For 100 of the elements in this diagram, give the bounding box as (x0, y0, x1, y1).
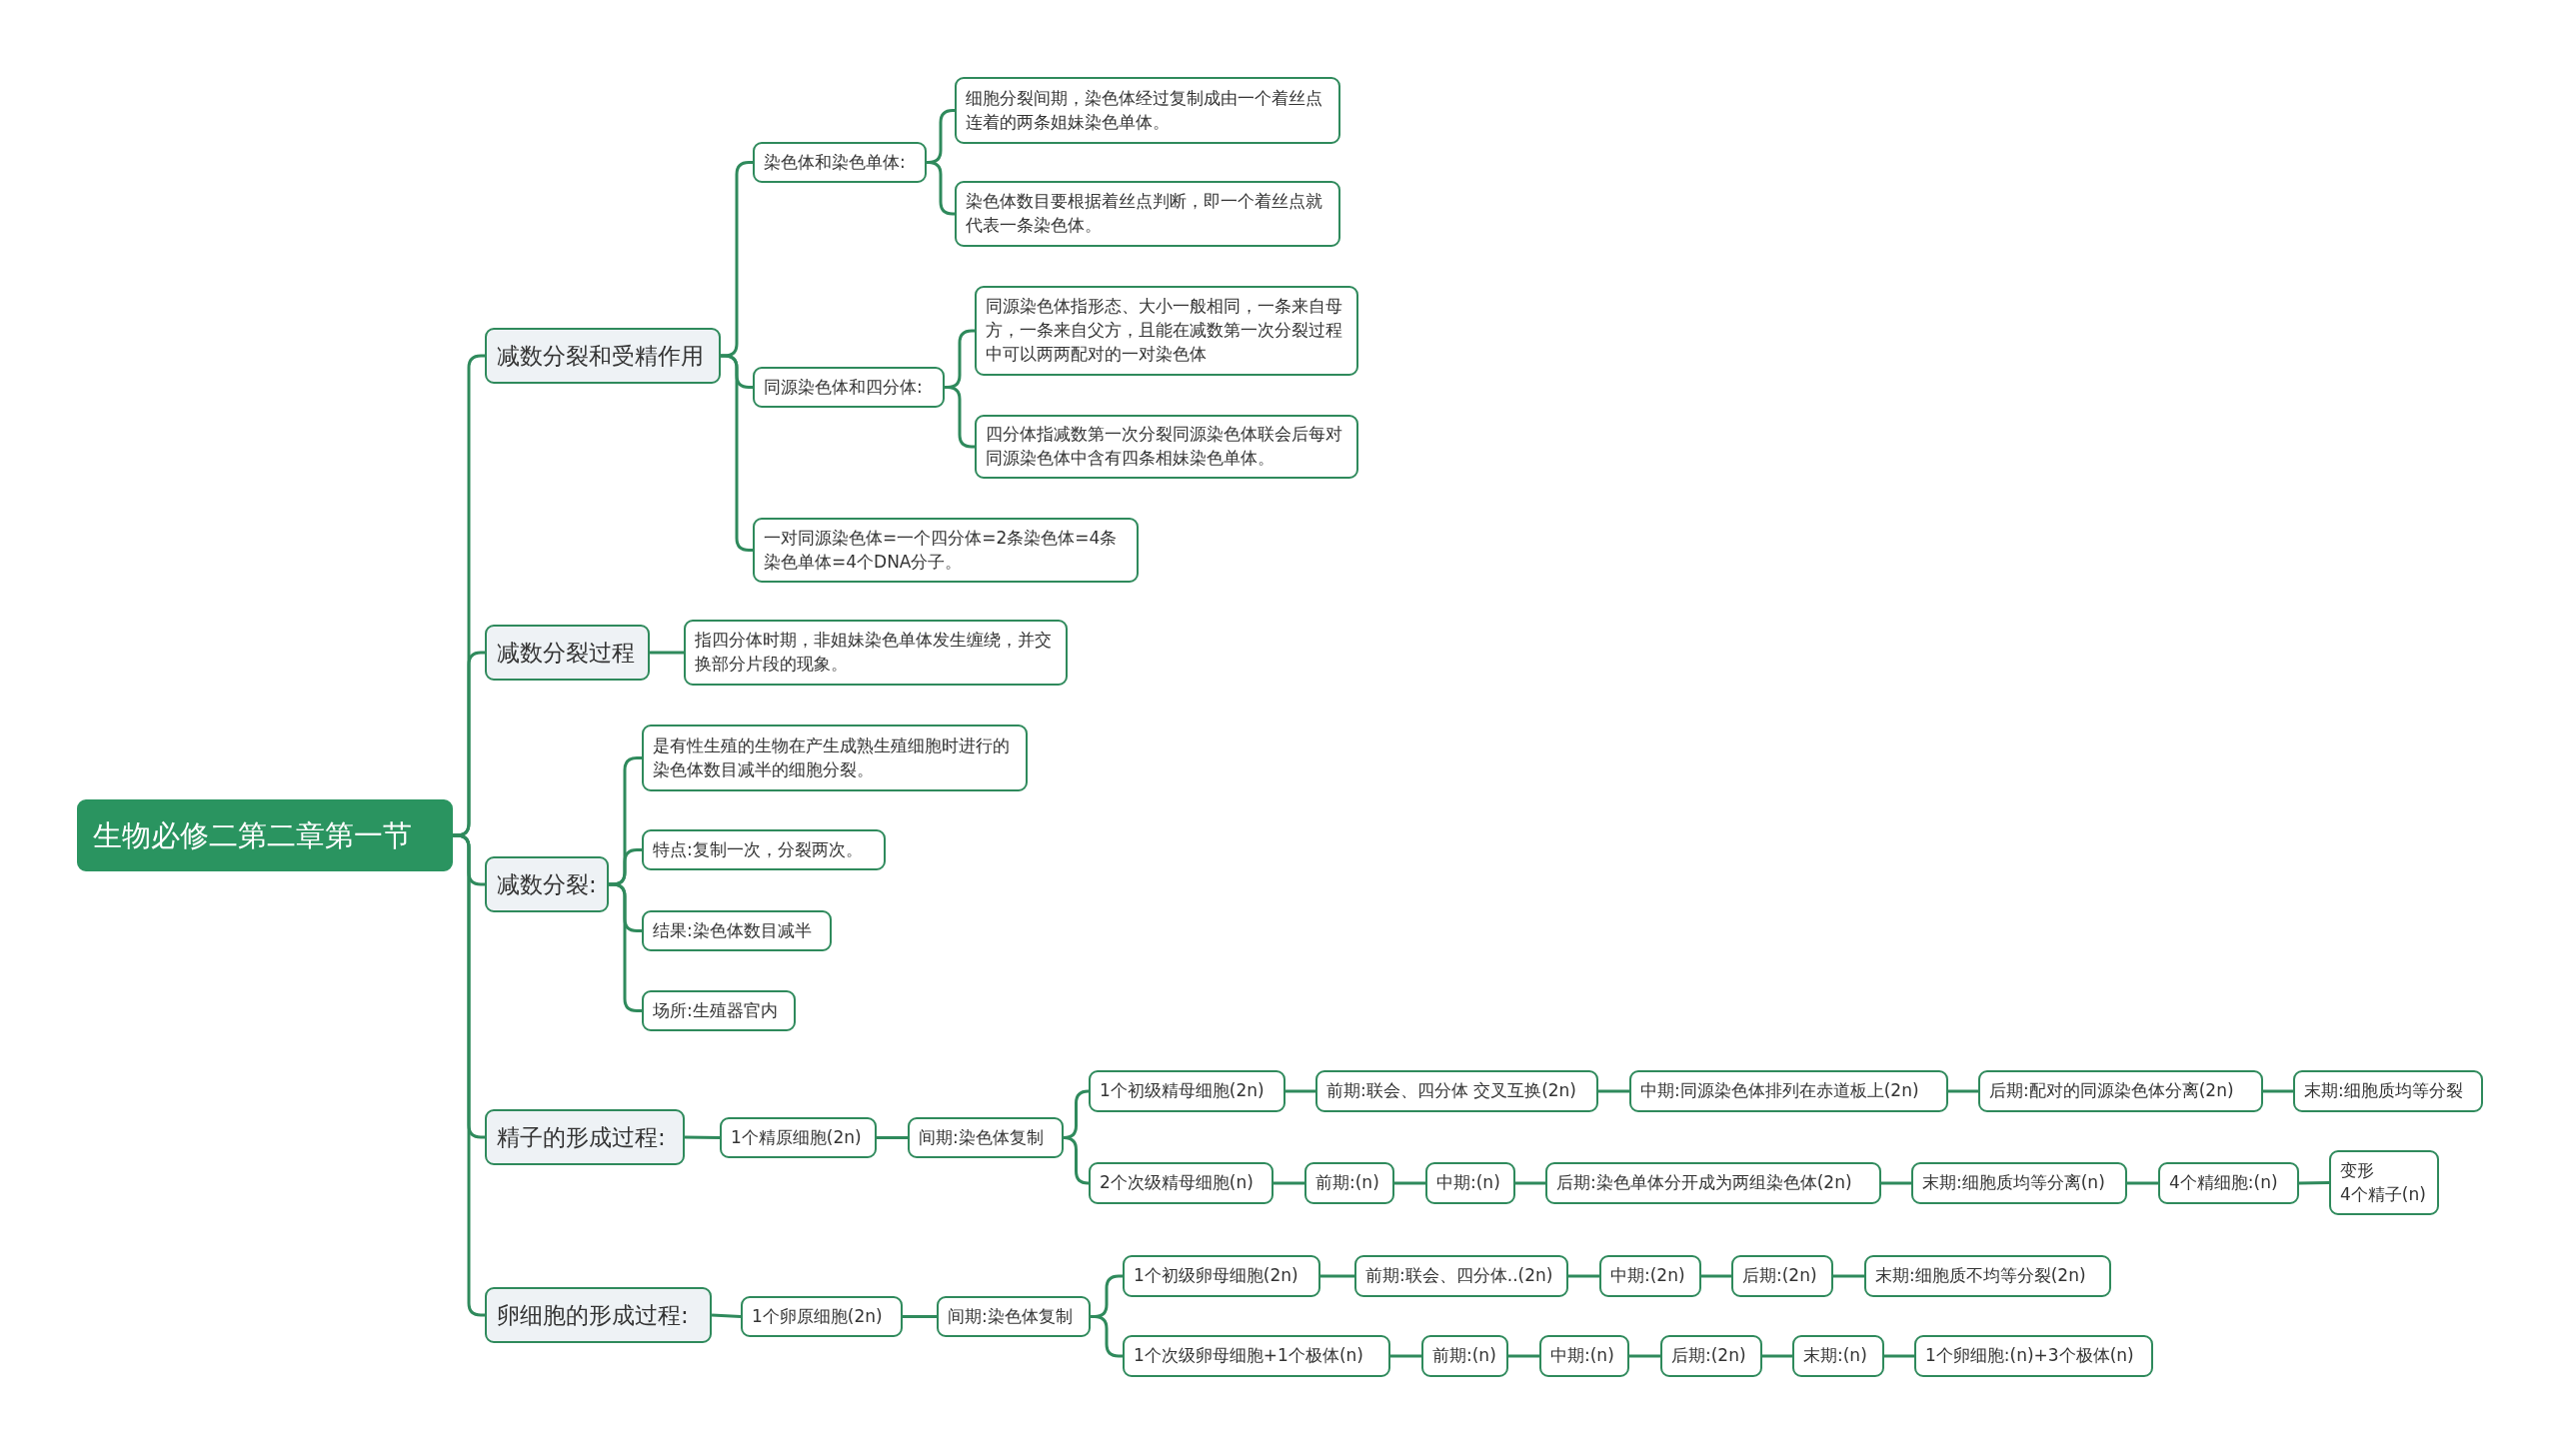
connector-line (1598, 1089, 1629, 1093)
subtopic-box (1545, 1162, 1881, 1204)
node-text: 2个次级精母细胞(n) (1100, 1171, 1255, 1195)
subtopic-box (955, 181, 1340, 247)
connector-line (1568, 1274, 1599, 1278)
subtopic-box (1421, 1335, 1508, 1377)
subtopic-box (937, 1296, 1091, 1337)
subtopic-box (2293, 1070, 2483, 1112)
node-text: 前期:(n) (1315, 1171, 1380, 1195)
connector-line (1515, 1181, 1545, 1185)
subtopic-box (1089, 1162, 1274, 1204)
connector-line (711, 1313, 742, 1318)
root-topic-box (77, 799, 453, 871)
connector-line (650, 651, 684, 655)
connector-line (1629, 1354, 1660, 1358)
node-text: 染色体数目要根据着丝点判断，即一个着丝点就代表一条染色体。 (966, 190, 1323, 237)
subtopic-box (642, 910, 832, 951)
node-text: 前期:联会、四分体..(2n) (1365, 1264, 1554, 1288)
node-text: 4个精细胞:(n) (2169, 1171, 2279, 1195)
connector-line (877, 1136, 908, 1139)
subtopic-box (642, 990, 796, 1031)
connector-line (1320, 1274, 1354, 1278)
node-text: 染色体和染色单体: (764, 150, 907, 174)
node-text: 一对同源染色体=一个四分体=2条染色体=4条染色单体=4个DNA分子。 (764, 526, 1119, 574)
subtopic-box (2158, 1162, 2299, 1204)
node-text: 间期:染色体复制 (919, 1125, 1045, 1149)
subtopic-box (975, 415, 1358, 479)
subtopic-box (1315, 1070, 1598, 1112)
node-text: 4个精子(n) (2340, 1182, 2427, 1206)
node-text: 精子的形成过程: (497, 1122, 667, 1152)
node-text: 四分体指减数第一次分裂同源染色体联会后每对同源染色体中含有四条相妹染色单体。 (986, 423, 1343, 470)
connector-line (2263, 1089, 2293, 1093)
subtopic-box (1539, 1335, 1629, 1377)
node-text: 前期:(n) (1432, 1344, 1497, 1368)
subtopic-box (1978, 1070, 2263, 1112)
subtopic-box (753, 142, 927, 183)
node-text: 变形 (2340, 1158, 2375, 1182)
connector-line (945, 386, 975, 449)
node-text: 1个卵细胞:(n)+3个极体(n) (1925, 1344, 2135, 1368)
branch-topic-box (485, 1109, 685, 1165)
node-text: 同源染色体指形态、大小一般相同，一条来自母方，一条来自父方，且能在减数第一次分裂过程中可以两两配对的一对染色体 (986, 295, 1343, 366)
subtopic-box (1629, 1070, 1948, 1112)
node-text: 后期:配对的同源染色体分离(2n) (1989, 1079, 2235, 1103)
node-text: 后期:(2n) (1742, 1264, 1818, 1288)
node-text: 1个卵原细胞(2n) (752, 1304, 884, 1328)
node-text: 卵细胞的形成过程: (497, 1300, 690, 1330)
subtopic-box (1911, 1162, 2127, 1204)
node-text: 指四分体时期，非姐妹染色单体发生缠绕，并交换部分片段的现象。 (695, 629, 1053, 676)
connector-line (1274, 1181, 1304, 1185)
connector-line (1762, 1354, 1792, 1358)
subtopic-box (1864, 1255, 2111, 1297)
branch-topic-box (485, 856, 609, 912)
node-text: 1个初级卵母细胞(2n) (1134, 1264, 1299, 1288)
connector-line (684, 1135, 721, 1139)
connector-line (1701, 1274, 1731, 1278)
subtopic-box (1660, 1335, 1762, 1377)
node-text: 前期:联会、四分体 交叉互换(2n) (1326, 1079, 1577, 1103)
node-text: 1个次级卵母细胞+1个极体(n) (1134, 1344, 1364, 1368)
subtopic-box (1425, 1162, 1515, 1204)
subtopic-box (955, 77, 1340, 144)
node-text: 末期:(n) (1803, 1344, 1868, 1368)
node-text: 末期:细胞质不均等分裂(2n) (1875, 1264, 2087, 1288)
node-text: 后期:染色单体分开成为两组染色体(2n) (1556, 1171, 1853, 1195)
subtopic-box (741, 1296, 903, 1337)
subtopic-box (1089, 1070, 1285, 1112)
connector-line (1390, 1354, 1421, 1358)
node-text: 1个初级精母细胞(2n) (1100, 1079, 1266, 1103)
node-text: 减数分裂过程 (497, 638, 636, 668)
node-text: 间期:染色体复制 (948, 1304, 1074, 1328)
connector-line (1285, 1089, 1315, 1093)
subtopic-box (2329, 1150, 2439, 1215)
node-text: 生物必修二第二章第一节 (93, 816, 413, 854)
subtopic-box (642, 725, 1028, 791)
connector-line (1881, 1181, 1911, 1185)
node-text: 是有性生殖的生物在产生成熟生殖细胞时进行的染色体数目减半的细胞分裂。 (653, 733, 1011, 781)
connector-line (1884, 1354, 1914, 1358)
node-text: 同源染色体和四分体: (764, 375, 924, 399)
node-text: 结果:染色体数目减半 (653, 918, 813, 942)
subtopic-box (684, 620, 1068, 686)
node-text: 末期:细胞质均等分裂 (2304, 1079, 2464, 1103)
node-text: 减数分裂和受精作用 (497, 341, 705, 371)
connector-line (1833, 1274, 1864, 1278)
branch-topic-box (485, 625, 650, 681)
subtopic-box (720, 1117, 877, 1158)
node-text: 场所:生殖器官内 (653, 998, 779, 1022)
node-text: 特点:复制一次，分裂两次。 (653, 837, 864, 861)
connector-line (2298, 1181, 2330, 1185)
connector-line (2127, 1181, 2158, 1185)
subtopic-box (753, 367, 945, 408)
connector-line (926, 161, 956, 216)
connector-line (1948, 1089, 1978, 1093)
subtopic-box (1599, 1255, 1701, 1297)
node-text: 中期:(n) (1550, 1344, 1615, 1368)
subtopic-box (975, 286, 1358, 376)
branch-topic-box (485, 328, 721, 384)
node-text: 细胞分裂间期，染色体经过复制成由一个着丝点连着的两条姐妹染色单体。 (966, 86, 1323, 134)
node-text: 中期:同源染色体排列在赤道板上(2n) (1640, 1079, 1920, 1103)
node-text: 1个精原细胞(2n) (731, 1125, 863, 1149)
subtopic-box (753, 518, 1139, 583)
connector-line (1063, 1136, 1090, 1185)
